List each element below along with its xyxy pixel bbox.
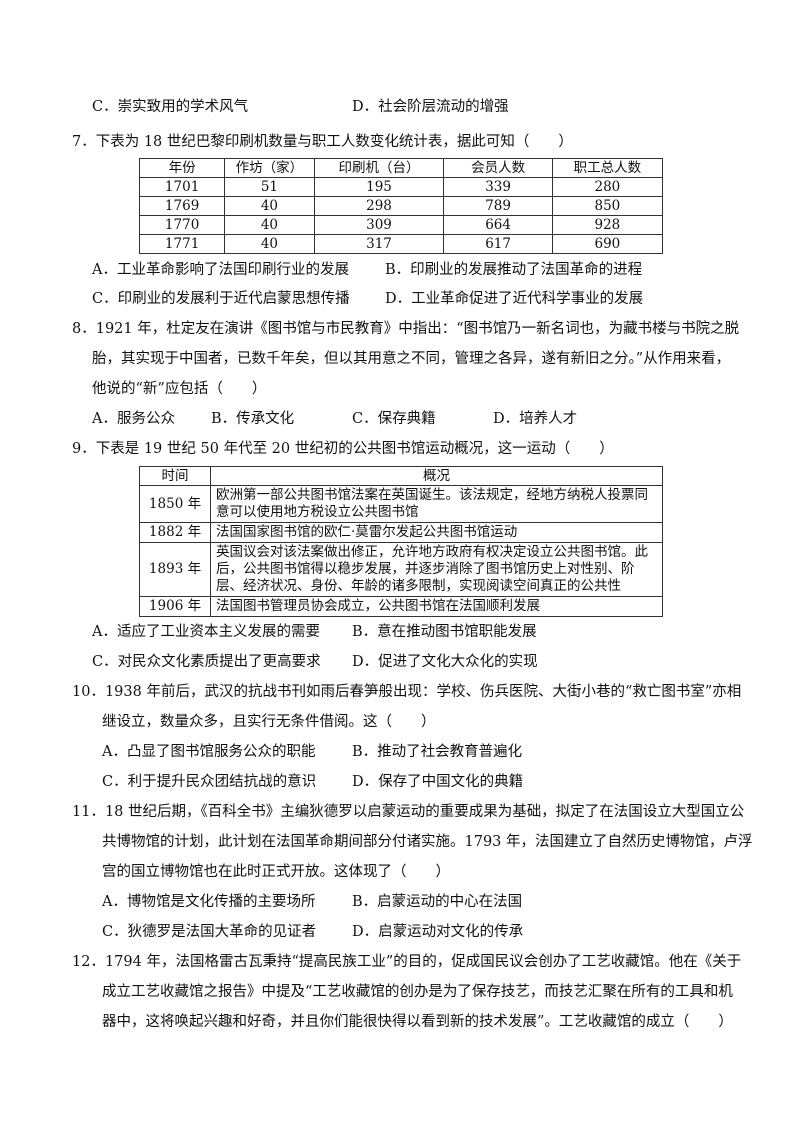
table-cell: 339: [443, 177, 553, 197]
q9-option-b: B．意在推动图书馆职能发展: [352, 624, 537, 640]
table-cell: 690: [551, 234, 664, 254]
q10-option-c: C．利于提升民众团结抗战的意识: [102, 774, 317, 790]
table-cell: 欧洲第一部公共图书馆法案在英国诞生。该法规定，经地方纳税人投票同意可以使用地方税…: [210, 485, 663, 523]
table-cell: 664: [443, 215, 553, 235]
q12-line-3: 器中，这将唤起兴趣和好奇，并且你们能很快得以看到新的技术发展”。工艺收藏馆的成立…: [102, 1014, 733, 1030]
q7-option-b: B．印刷业的发展推动了法国革命的进程: [385, 262, 643, 278]
q7-option-c: C．印刷业的发展利于近代启蒙思想传播: [92, 291, 350, 307]
table-header-cell: 时间: [139, 466, 211, 486]
q8-line-3: 他说的“新”应包括（ ）: [92, 381, 267, 397]
q7-table: 年份 作坊（家） 印刷机（台） 会员人数 职工总人数 1701 51 195 3…: [138, 158, 664, 254]
q11-option-b: B．启蒙运动的中心在法国: [352, 894, 523, 910]
q9-option-d: D．促进了文化大众化的实现: [352, 654, 538, 670]
q8-option-c: C．保存典籍: [352, 411, 436, 427]
table-cell: 1850 年: [139, 485, 211, 523]
q6-option-c: C．崇实致用的学术风气: [92, 99, 249, 115]
q8-option-b: B．传承文化: [211, 411, 295, 427]
table-cell: 850: [551, 196, 664, 216]
table-cell: 317: [313, 234, 445, 254]
table-cell: 928: [551, 215, 664, 235]
table-cell: 1893 年: [139, 542, 211, 597]
q11-option-a: A．博物馆是文化传播的主要场所: [102, 894, 316, 910]
table-row: 1882 年 法国国家图书馆的欧仁·莫雷尔发起公共图书馆运动: [139, 522, 663, 543]
table-cell: 51: [224, 177, 315, 197]
q7-stem: 7．下表为 18 世纪巴黎印刷机数量与职工人数变化统计表，据此可知（ ）: [72, 134, 573, 150]
q10-option-d: D．保存了中国文化的典籍: [352, 774, 524, 790]
table-header-row: 年份 作坊（家） 印刷机（台） 会员人数 职工总人数: [138, 158, 664, 178]
table-header-cell: 年份: [138, 158, 226, 178]
q10-option-b: B．推动了社会教育普遍化: [352, 744, 523, 760]
q10-line-1: 10．1938 年前后，武汉的抗战书刊如雨后春笋般出现：学校、伤兵医院、大街小巷…: [72, 684, 742, 700]
q11-line-1: 11．18 世纪后期，《百科全书》主编狄德罗以启蒙运动的重要成果为基础，拟定了在…: [72, 804, 745, 820]
table-cell: 1771: [138, 234, 226, 254]
table-cell: 1770: [138, 215, 226, 235]
q7-option-d: D．工业革命促进了近代科学事业的发展: [385, 291, 644, 307]
table-row: 1906 年 法国图书管理员协会成立，公共图书馆在法国顺利发展: [139, 596, 663, 617]
q6-option-d: D．社会阶层流动的增强: [352, 99, 509, 115]
q10-option-a: A．凸显了图书馆服务公众的职能: [102, 744, 316, 760]
table-header-cell: 职工总人数: [551, 158, 664, 178]
table-header-cell: 概况: [210, 466, 663, 486]
table-cell: 40: [224, 215, 315, 235]
table-cell: 195: [313, 177, 445, 197]
table-header-cell: 印刷机（台）: [313, 158, 445, 178]
table-cell: 280: [551, 177, 664, 197]
table-cell: 1769: [138, 196, 226, 216]
q9-table: 时间 概况 1850 年 欧洲第一部公共图书馆法案在英国诞生。该法规定，经地方纳…: [139, 466, 663, 617]
table-cell: 40: [224, 196, 315, 216]
table-cell: 法国图书管理员协会成立，公共图书馆在法国顺利发展: [210, 596, 663, 617]
q11-line-3: 宫的国立博物馆也在此时正式开放。这体现了（ ）: [102, 864, 450, 880]
table-header-cell: 作坊（家）: [224, 158, 315, 178]
table-cell: 789: [443, 196, 553, 216]
table-row: 1701 51 195 339 280: [138, 177, 664, 197]
q9-stem: 9．下表是 19 世纪 50 年代至 20 世纪初的公共图书馆运动概况，这一运动…: [72, 441, 614, 457]
table-cell: 40: [224, 234, 315, 254]
q7-option-a: A．工业革命影响了法国印刷行业的发展: [92, 262, 349, 278]
q9-option-c: C．对民众文化素质提出了更高要求: [92, 654, 321, 670]
q10-line-2: 继设立，数量众多，且实行无条件借阅。这（ ）: [102, 714, 436, 730]
table-row: 1769 40 298 789 850: [138, 196, 664, 216]
q12-line-2: 成立工艺收藏馆之报告》中提及“工艺收藏馆的创办是为了保存技艺，而技艺汇聚在所有的…: [102, 984, 733, 1000]
table-cell: 617: [443, 234, 553, 254]
table-cell: 法国国家图书馆的欧仁·莫雷尔发起公共图书馆运动: [210, 522, 663, 543]
table-row: 1771 40 317 617 690: [138, 234, 664, 254]
q12-line-1: 12．1794 年，法国格雷古瓦秉持“提高民族工业”的目的，促成国民议会创办了工…: [72, 954, 742, 970]
table-cell: 1906 年: [139, 596, 211, 617]
q11-option-c: C．狄德罗是法国大革命的见证者: [102, 924, 317, 940]
q8-line-1: 8．1921 年，杜定友在演讲《图书馆与市民教育》中指出：“图书馆乃一新名词也，…: [72, 321, 740, 337]
table-cell: 1882 年: [139, 522, 211, 543]
q11-line-2: 共博物馆的计划，此计划在法国革命期间部分付诸实施。1793 年，法国建立了自然历…: [102, 834, 753, 850]
q9-option-a: A．适应了工业资本主义发展的需要: [92, 624, 320, 640]
table-header-row: 时间 概况: [139, 466, 663, 486]
q8-option-a: A．服务公众: [92, 411, 175, 427]
table-cell: 英国议会对该法案做出修正，允许地方政府有权决定设立公共图书馆。此后，公共图书馆得…: [210, 542, 663, 597]
table-header-cell: 会员人数: [443, 158, 553, 178]
table-cell: 309: [313, 215, 445, 235]
table-row: 1770 40 309 664 928: [138, 215, 664, 235]
table-row: 1850 年 欧洲第一部公共图书馆法案在英国诞生。该法规定，经地方纳税人投票同意…: [139, 485, 663, 523]
table-cell: 1701: [138, 177, 226, 197]
q8-line-2: 胎，其实现于中国者，已数千年矣，但以其用意之不同，管理之各异，遂有新旧之分。”从…: [92, 351, 731, 367]
q11-option-d: D．启蒙运动对文化的传承: [352, 924, 524, 940]
table-row: 1893 年 英国议会对该法案做出修正，允许地方政府有权决定设立公共图书馆。此后…: [139, 542, 663, 597]
table-cell: 298: [313, 196, 445, 216]
q8-option-d: D．培养人才: [493, 411, 578, 427]
